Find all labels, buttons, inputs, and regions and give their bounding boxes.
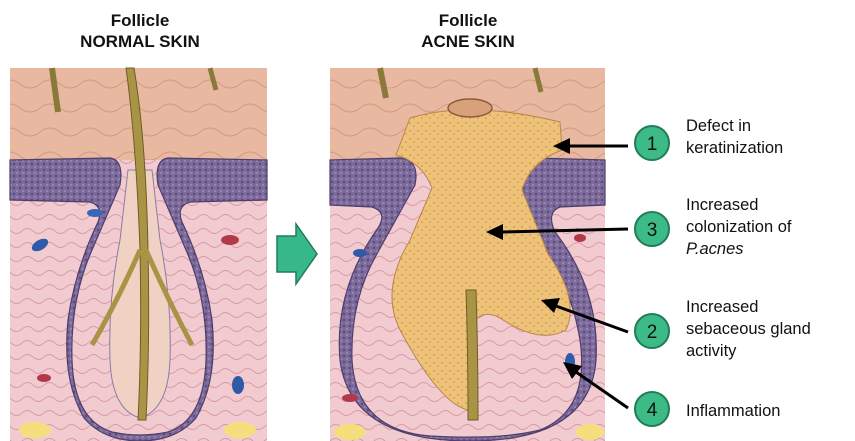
badge-2-number: 2 — [647, 322, 658, 343]
badge-3-number: 3 — [647, 220, 658, 241]
acne-blood-vessel — [353, 249, 367, 257]
normal-fat-cell — [19, 422, 51, 438]
annotation-3-species: P.acnes — [686, 240, 744, 258]
annotation-2-line3: activity — [686, 340, 811, 362]
badge-1: 1 — [635, 126, 669, 160]
normal-blood-vessel — [87, 209, 103, 217]
annotation-1-line1: Defect in — [686, 115, 783, 137]
acne-fat-cell — [576, 424, 604, 440]
acne-hair-shaft — [466, 290, 478, 420]
annotation-3-line2: colonization of — [686, 216, 792, 238]
normal-blood-vessel — [37, 374, 51, 382]
annotation-keratinization: Defect in keratinization — [686, 115, 783, 159]
annotation-inflammation: Inflammation — [686, 400, 780, 422]
normal-skin-panel — [10, 68, 267, 441]
badge-4-number: 4 — [647, 400, 658, 421]
annotation-sebaceous: Increased sebaceous gland activity — [686, 296, 811, 362]
badge-4: 4 — [635, 392, 669, 426]
acne-skin-panel — [330, 68, 605, 441]
acne-fat-cell — [334, 424, 366, 440]
annotation-2-line1: Increased — [686, 296, 811, 318]
annotation-colonization: Increased colonization of P.acnes — [686, 194, 792, 260]
badge-3: 3 — [635, 212, 669, 246]
normal-blood-vessel — [232, 376, 244, 394]
annotation-3-line1: Increased — [686, 194, 792, 216]
annotation-1-line2: keratinization — [686, 137, 783, 159]
annotation-3-line3: P.acnes — [686, 238, 792, 260]
acne-blood-vessel — [574, 234, 586, 242]
badge-2: 2 — [635, 314, 669, 348]
annotation-4-line1: Inflammation — [686, 400, 780, 422]
badge-1-number: 1 — [647, 134, 658, 155]
transition-arrow — [277, 224, 317, 284]
normal-fat-cell — [224, 422, 256, 438]
acne-pore-cap — [448, 99, 492, 117]
annotation-2-line2: sebaceous gland — [686, 318, 811, 340]
acne-blood-vessel — [342, 394, 358, 402]
normal-blood-vessel — [221, 235, 239, 245]
